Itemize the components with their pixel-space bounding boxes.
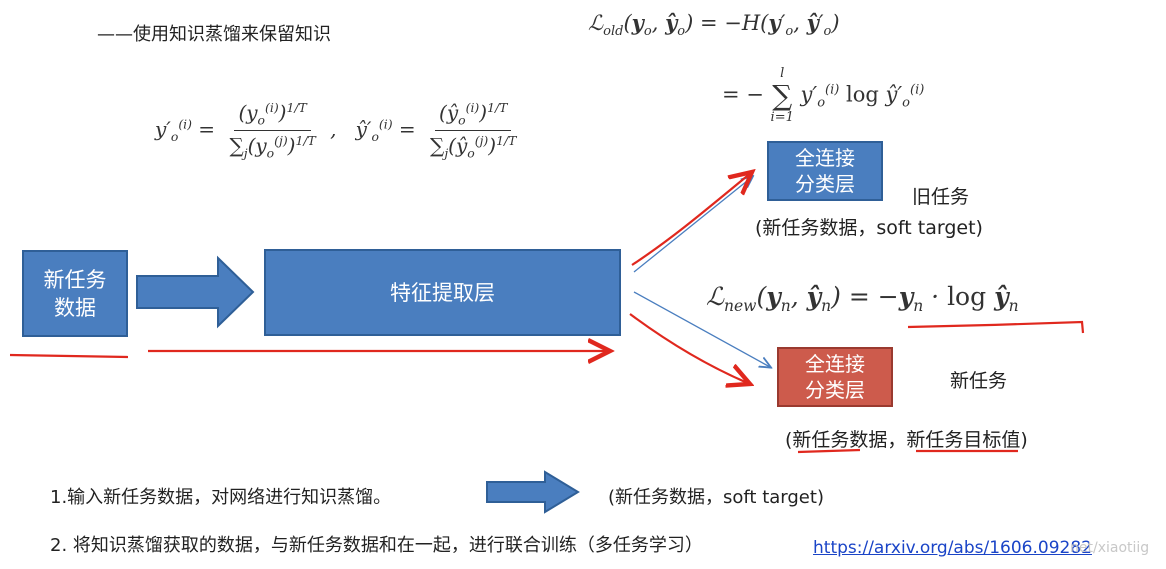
arxiv-link[interactable]: https://arxiv.org/abs/1606.09282 — [813, 538, 1092, 558]
red-curve-old — [631, 172, 752, 266]
watermark: net/xiaotiig — [1070, 540, 1150, 556]
feature-extraction-box: 特征提取层 — [264, 249, 621, 336]
step1-text: 1.输入新任务数据，对网络进行知识蒸馏。 — [50, 487, 392, 508]
new-task-sublabel: (新任务数据，新任务目标值) — [785, 429, 1028, 451]
red-curve-new — [629, 313, 750, 384]
thin-arrow-old — [633, 177, 752, 273]
l-old-formula-line2: = − l ∑ i=1 y′o(i) log ŷ′o(i) — [722, 66, 925, 125]
softmax-temperature-formula: y′o(i) = (yo(i))1/T ∑j(yo(j))1/T , ŷ′o(i… — [155, 100, 517, 161]
block-arrow-step — [486, 470, 580, 514]
old-task-sublabel: (新任务数据，soft target) — [755, 217, 983, 239]
l-new-formula: ℒnew(yn, ŷn) = −yn · log ŷn — [706, 282, 1019, 315]
page-title: ——使用知识蒸馏来保留知识 — [97, 24, 331, 45]
old-task-label: 旧任务 — [912, 186, 970, 208]
red-underline-lnew — [907, 320, 1085, 334]
red-underline-sub1 — [797, 448, 861, 454]
new-task-data-box: 新任务数据 — [22, 250, 128, 337]
block-arrow-input — [136, 255, 255, 329]
thin-arrow-new — [633, 291, 770, 367]
old-fc-classifier-box: 全连接分类层 — [767, 141, 883, 201]
l-old-formula-line1: ℒold(yo, ŷo) = −H(y′o, ŷ′o) — [588, 10, 840, 40]
step2-text: 2. 将知识蒸馏获取的数据，与新任务数据和在一起，进行联合训练（多任务学习） — [50, 535, 703, 556]
red-underline-box — [9, 353, 129, 359]
step1-result: (新任务数据，soft target) — [608, 487, 824, 508]
new-task-label: 新任务 — [950, 370, 1008, 392]
new-fc-classifier-box: 全连接分类层 — [777, 347, 893, 407]
